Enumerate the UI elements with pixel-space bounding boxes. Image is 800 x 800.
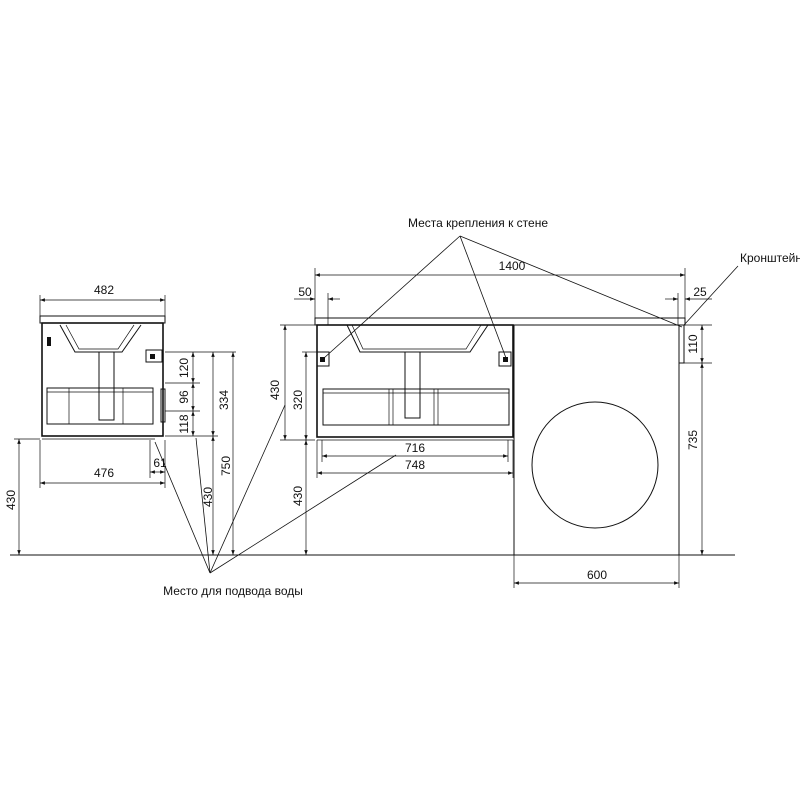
side-cabinet-body bbox=[41, 322, 164, 437]
dim-735: 735 bbox=[686, 430, 700, 450]
front-view: 1400 50 25 430 320 430 716 748 bbox=[268, 259, 712, 588]
side-mount-block bbox=[145, 349, 163, 363]
dim-50: 50 bbox=[298, 285, 312, 299]
dim-476: 476 bbox=[94, 466, 114, 480]
dim-430-floor: 430 bbox=[4, 490, 18, 510]
side-view: 482 476 61 120 96 118 334 430 750 bbox=[4, 283, 236, 555]
dim-750: 750 bbox=[219, 456, 233, 476]
label-wall-mounts: Места крепления к стене bbox=[408, 216, 548, 230]
side-basin bbox=[59, 324, 142, 353]
washing-machine-door bbox=[531, 401, 659, 529]
side-siphon bbox=[98, 351, 115, 421]
dim-716: 716 bbox=[405, 441, 425, 455]
dim-430-top: 430 bbox=[268, 380, 282, 400]
dim-482: 482 bbox=[94, 283, 114, 297]
dim-96: 96 bbox=[177, 390, 191, 404]
dim-120: 120 bbox=[177, 358, 191, 378]
dim-430-front-floor: 430 bbox=[291, 486, 305, 506]
front-drawer bbox=[322, 388, 510, 426]
side-drawer bbox=[46, 387, 154, 425]
front-siphon bbox=[404, 351, 421, 419]
front-mount-left bbox=[316, 351, 330, 367]
dim-1400: 1400 bbox=[499, 259, 526, 273]
bracket-shape bbox=[678, 324, 685, 364]
front-cabinet-body bbox=[316, 324, 514, 438]
dim-334: 334 bbox=[217, 390, 231, 410]
dim-320: 320 bbox=[291, 390, 305, 410]
label-water-inlet: Место для подвода воды bbox=[163, 584, 303, 598]
label-bracket: Кронштейн bbox=[740, 251, 800, 265]
dim-118: 118 bbox=[177, 414, 191, 433]
front-countertop bbox=[314, 317, 686, 326]
front-mount-right bbox=[498, 351, 512, 367]
dim-600: 600 bbox=[587, 568, 607, 582]
dim-25: 25 bbox=[693, 285, 707, 299]
dim-61: 61 bbox=[153, 456, 167, 470]
washing-machine bbox=[513, 324, 680, 556]
dim-430-water: 430 bbox=[201, 487, 215, 507]
dim-748: 748 bbox=[405, 458, 425, 472]
dim-110: 110 bbox=[686, 334, 700, 353]
side-countertop bbox=[39, 315, 166, 324]
